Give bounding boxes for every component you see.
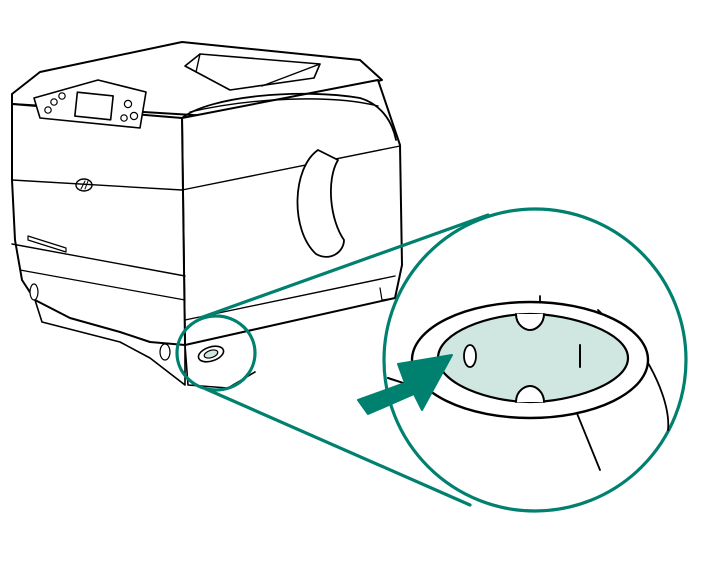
callout-small-circle <box>175 314 257 392</box>
callout-line-bottom <box>204 387 472 507</box>
side-handle-indent <box>296 149 345 258</box>
printer-base <box>34 299 186 386</box>
panel-button-5 <box>129 111 139 121</box>
front-foot-oval <box>29 283 39 301</box>
panel-button-2 <box>58 92 66 100</box>
panel-button-1 <box>50 98 58 106</box>
panel-button-4 <box>123 99 133 109</box>
panel-button-6 <box>120 114 128 122</box>
output-bin <box>184 53 321 91</box>
tray-lock-small <box>197 345 225 363</box>
lock-open-indicator <box>463 344 477 368</box>
tray-handle-slot <box>27 235 67 253</box>
side-oval-left <box>159 343 171 361</box>
display-screen <box>74 91 114 121</box>
panel-button-3 <box>44 106 52 114</box>
arrow-right-icon <box>357 354 453 415</box>
tray-lock-knob <box>436 312 630 404</box>
callout-line-top <box>198 213 490 320</box>
printer-right-side <box>181 79 403 346</box>
magnified-detail <box>387 295 670 471</box>
printer <box>11 41 403 389</box>
top-cover <box>181 92 397 141</box>
printer-front <box>11 103 186 346</box>
